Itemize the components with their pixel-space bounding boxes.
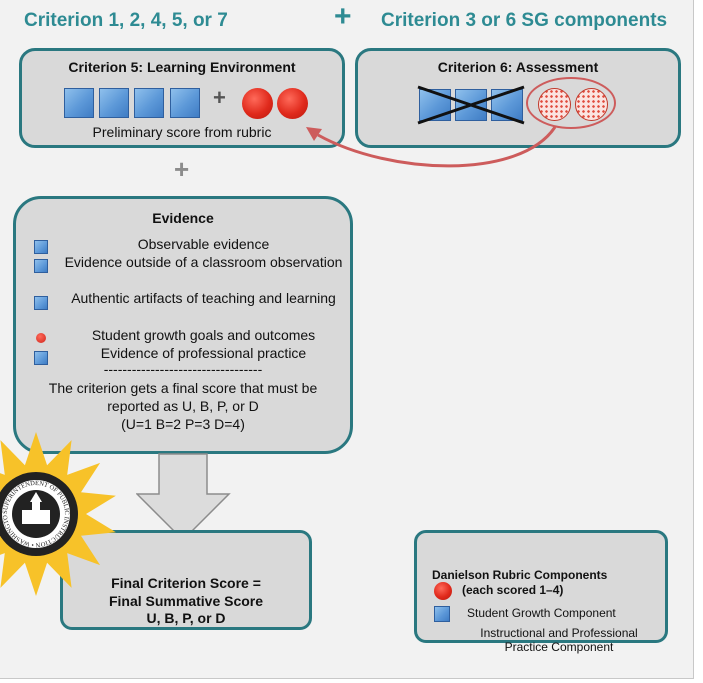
middle-plus: + [174, 154, 190, 184]
assessment-box: Criterion 6: Assessment [355, 48, 681, 148]
danielson-circle [277, 88, 308, 119]
down-arrow-icon [136, 453, 231, 542]
evidence-title: Evidence [152, 210, 214, 226]
evidence-score-key: (U=1 B=2 P=3 D=4) [121, 416, 245, 432]
student-growth-square [34, 240, 48, 254]
legend-student-growth-icon [434, 606, 450, 622]
student-growth-square [64, 88, 94, 118]
danielson-circle [36, 333, 46, 343]
final-score-box: Final Criterion Score = Final Summative … [60, 530, 312, 630]
seal-building [22, 510, 50, 524]
legend-student-growth-label: Student Growth Component [467, 606, 616, 620]
learning-environment-caption: Preliminary score from rubric [92, 124, 272, 140]
final-score-line2: Final Summative Score [108, 593, 264, 609]
evidence-divider: ---------------------------------- [103, 361, 263, 377]
legend-danielson-icon [434, 582, 452, 600]
final-score-line3: U, B, P, or D [146, 610, 226, 626]
danielson-circle-dotted [538, 88, 571, 121]
evidence-item: Student growth goals and outcomes [91, 327, 316, 343]
learning-environment-plus: + [213, 85, 226, 110]
ospi-seal-icon: SUPERINTENDENT OF PUBLIC INSTRUCTION • W… [0, 420, 116, 596]
evidence-box: Evidence Observable evidence Evidence ou… [13, 196, 353, 454]
student-growth-square [34, 259, 48, 273]
evidence-item: Observable evidence [137, 236, 270, 252]
evidence-item: Evidence of professional practice [100, 345, 307, 361]
header-plus: + [334, 0, 352, 33]
crossed-out-icon [417, 85, 525, 125]
evidence-final-note: The criterion gets a final score that mu… [48, 380, 318, 414]
student-growth-square [134, 88, 164, 118]
student-growth-square [34, 351, 48, 365]
seal-building-tower [32, 502, 40, 510]
final-score-line1: Final Criterion Score = [111, 575, 261, 591]
seal-building-dome [30, 492, 42, 502]
legend-danielson-label: Danielson Rubric Components [432, 568, 608, 582]
danielson-circle [242, 88, 273, 119]
header-left: Criterion 1, 2, 4, 5, or 7 [24, 10, 228, 31]
student-growth-square [34, 296, 48, 310]
legend-danielson-sub: (each scored 1–4) [462, 583, 564, 597]
student-growth-square [99, 88, 129, 118]
learning-environment-box: Criterion 5: Learning Environment + Prel… [19, 48, 345, 148]
evidence-item: Authentic artifacts of teaching and lear… [71, 290, 336, 306]
learning-environment-title: Criterion 5: Learning Environment [68, 59, 296, 75]
legend-box: Danielson Rubric Components (each scored… [414, 530, 668, 654]
assessment-title: Criterion 6: Assessment [437, 59, 599, 75]
legend-instructional-label: Instructional and Professional Practice … [480, 626, 638, 654]
evidence-item: Evidence outside of a classroom observat… [64, 254, 343, 270]
student-growth-square [170, 88, 200, 118]
danielson-circle-dotted [575, 88, 608, 121]
header-right: Criterion 3 or 6 SG components [381, 10, 668, 31]
